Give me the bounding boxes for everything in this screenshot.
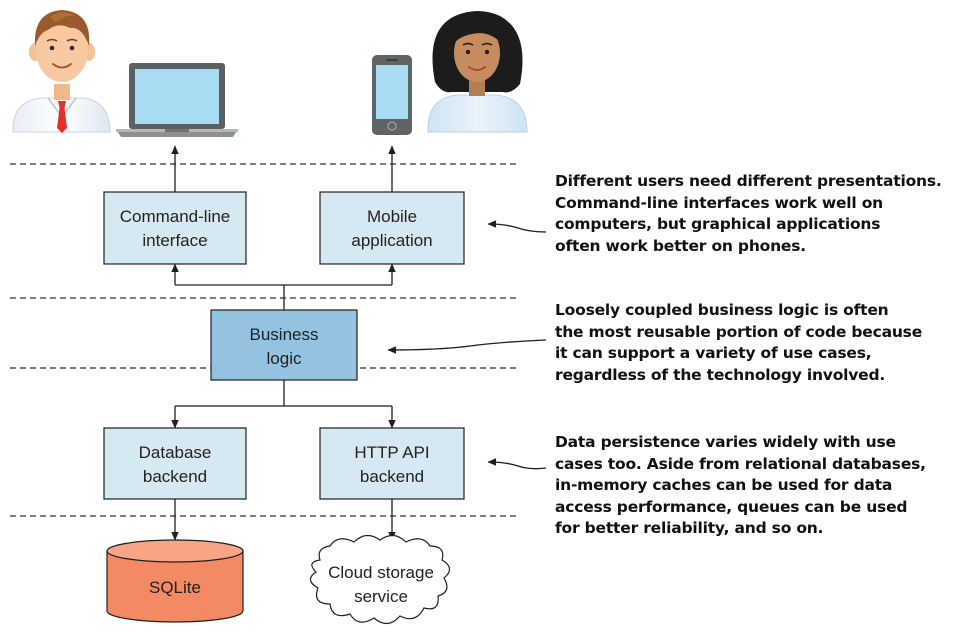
cloud-label-line1: Cloud storage — [328, 563, 434, 582]
annotation-presentation-line4: often work better on phones. — [555, 236, 806, 255]
database-backend-box: Database backend — [103, 427, 247, 500]
annotation-business: Loosely coupled business logic is often … — [555, 300, 975, 386]
annotation-persistence-line4: access performance, queues can be used — [555, 497, 908, 516]
annotation-business-line3: it can support a variety of use cases, — [555, 344, 872, 363]
laptop-icon — [116, 63, 238, 137]
annotation-presentation-line2: Command-line interfaces work well on — [555, 193, 884, 212]
cli-label-line1: Command-line — [120, 207, 231, 226]
annotation-presentation-line1: Different users need different presentat… — [555, 172, 942, 190]
annotation-business-line4: regardless of the technology involved. — [555, 365, 886, 384]
database-label-line2: backend — [143, 467, 207, 486]
business-label-line1: Business — [250, 325, 319, 344]
database-cylinder-icon: SQLite — [106, 539, 244, 623]
annotation-persistence-line5: for better reliability, and so on. — [555, 519, 824, 538]
annotation-persistence-line2: cases too. Aside from relational databas… — [555, 454, 926, 473]
cli-label-line2: interface — [142, 231, 207, 250]
business-label-line2: logic — [267, 349, 302, 368]
annotation-persistence-line3: in-memory caches can be used for data — [555, 476, 893, 495]
annotation-persistence-line1: Data persistence varies widely with use — [555, 433, 896, 451]
annotation-arrows — [387, 220, 547, 470]
http-label-line2: backend — [360, 467, 424, 486]
sqlite-label: SQLite — [149, 578, 201, 597]
cli-box: Command-line interface — [103, 191, 247, 265]
smartphone-icon — [372, 55, 412, 135]
annotation-business-line2: the most reusable portion of code becaus… — [555, 322, 923, 341]
annotation-persistence: Data persistence varies widely with use … — [555, 432, 975, 540]
business-logic-box: Business logic — [210, 309, 358, 381]
mobile-app-box: Mobile application — [319, 191, 465, 265]
annotation-business-line1: Loosely coupled business logic is often — [555, 301, 889, 319]
woman-user-icon — [427, 11, 528, 133]
http-api-backend-box: HTTP API backend — [319, 427, 465, 500]
man-user-icon — [12, 10, 111, 133]
connectors — [171, 145, 396, 541]
pointer-business — [387, 339, 547, 354]
cloud-icon: Cloud storage service — [309, 534, 451, 625]
mobile-label-line1: Mobile — [367, 207, 417, 226]
mobile-label-line2: application — [351, 231, 432, 250]
annotation-presentation-line3: computers, but graphical applications — [555, 215, 881, 234]
cloud-label-line2: service — [354, 587, 408, 606]
http-label-line1: HTTP API — [354, 443, 429, 462]
annotation-presentation: Different users need different presentat… — [555, 171, 975, 257]
pointer-presentation — [487, 220, 547, 233]
database-label-line1: Database — [139, 443, 212, 462]
pointer-persistence — [487, 458, 547, 470]
